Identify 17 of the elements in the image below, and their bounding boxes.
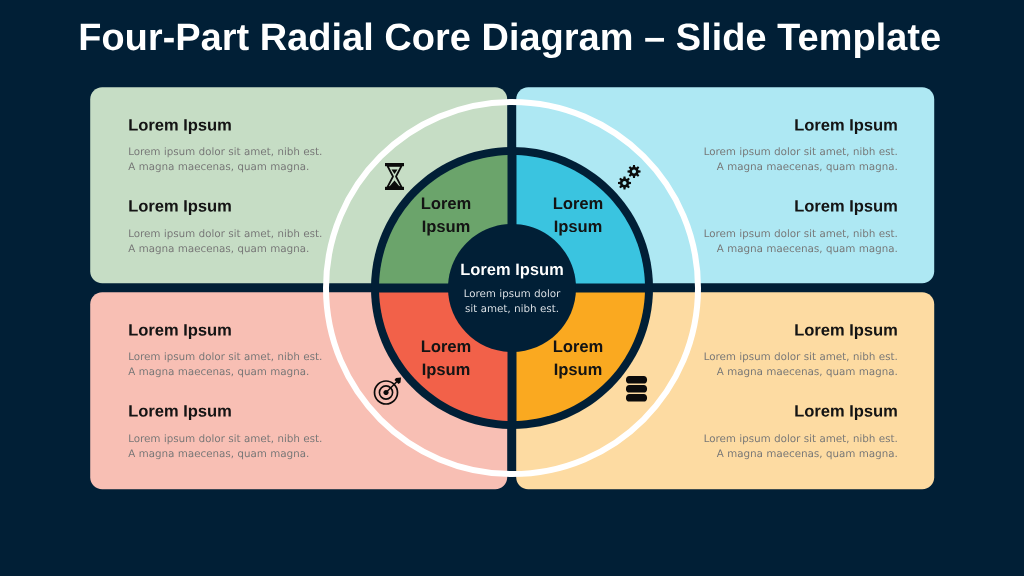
body-text: Lorem ipsum dolor sit amet, nibh est. A magna maecenas, quam magna. bbox=[704, 434, 897, 460]
heading: Lorem Ipsum bbox=[129, 405, 231, 420]
heading: Lorem Ipsum bbox=[129, 200, 231, 215]
body-text: Lorem ipsum dolor sit amet, nibh est. A magna maecenas, quam magna. bbox=[128, 352, 322, 378]
body-text: Lorem ipsum dolor sit amet, nibh est. A magna maecenas, quam magna. bbox=[128, 229, 322, 255]
heading: Lorem Ipsum bbox=[795, 200, 897, 215]
body-text: Lorem ipsum dolor sit amet, nibh est. A magna maecenas, quam magna. bbox=[704, 147, 897, 173]
body-text: Lorem ipsum dolor sit amet, nibh est. A magna maecenas, quam magna. bbox=[704, 229, 897, 255]
heading: Lorem Ipsum bbox=[129, 324, 231, 339]
heading: Lorem Ipsum bbox=[795, 405, 897, 420]
body-text: Lorem ipsum dolor sit amet, nibh est. A magna maecenas, quam magna. bbox=[128, 434, 322, 460]
heading: Lorem Ipsum bbox=[129, 119, 231, 134]
heading: Lorem Ipsum bbox=[795, 119, 897, 134]
heading: Lorem Ipsum bbox=[795, 324, 897, 339]
body-text: Lorem ipsum dolor sit amet, nibh est. A magna maecenas, quam magna. bbox=[128, 147, 322, 173]
title: Four-Part Radial Core Diagram – Slide Template bbox=[80, 22, 940, 59]
body-text: Lorem ipsum dolor sit amet, nibh est. A magna maecenas, quam magna. bbox=[704, 352, 897, 378]
